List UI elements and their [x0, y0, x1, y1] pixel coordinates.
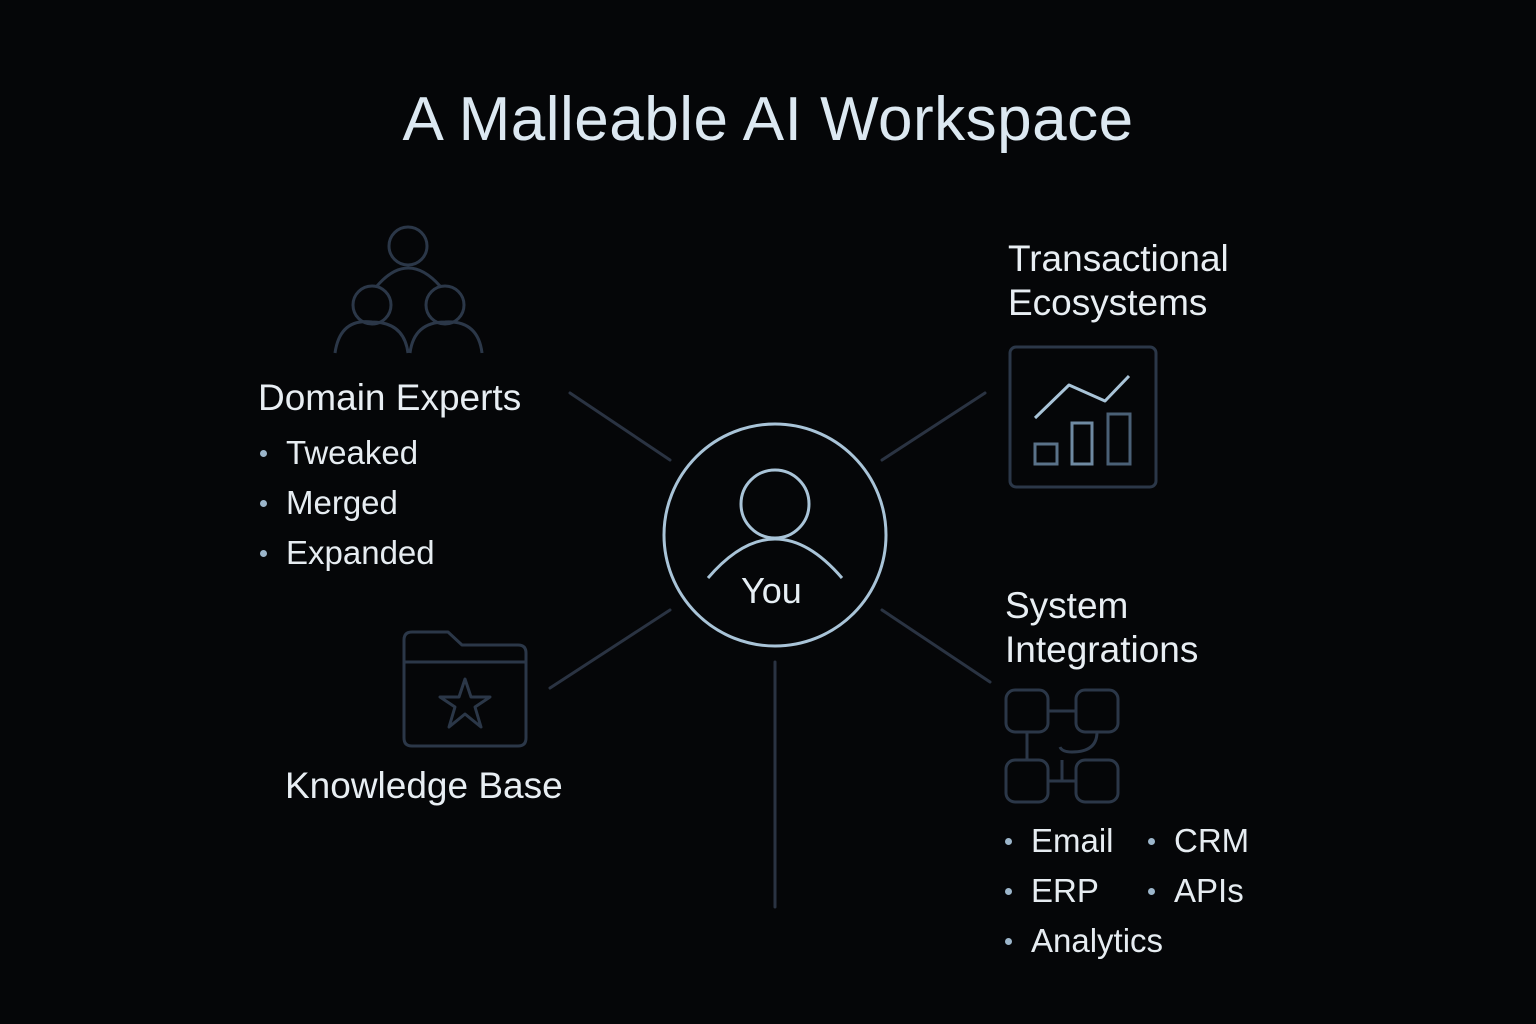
user-icon	[706, 468, 844, 579]
diagram-title: A Malleable AI Workspace	[402, 85, 1134, 154]
system-integrations-list-col2: CRM APIs	[1146, 816, 1249, 916]
connector-domain-experts	[568, 391, 672, 462]
node-domain-experts: Domain Experts Tweaked Merged Expanded	[258, 376, 521, 578]
connector-knowledge-base	[548, 608, 672, 690]
system-integrations-list-col1: Email ERP Analytics	[1003, 816, 1163, 966]
connector-system-integrations	[880, 608, 992, 684]
domain-experts-list: Tweaked Merged Expanded	[258, 428, 521, 578]
node-system-integrations: System Integrations	[1005, 584, 1198, 672]
connector-lines	[548, 391, 992, 909]
list-item: Analytics	[1003, 916, 1163, 966]
node-transactional-ecosystems: Transactional Ecosystems	[1008, 237, 1229, 325]
folder-star-icon	[402, 630, 528, 748]
list-item: ERP	[1003, 866, 1163, 916]
system-integrations-heading-line1: System	[1005, 585, 1129, 626]
center-node-you	[662, 422, 888, 648]
transactional-heading-line2: Ecosystems	[1008, 282, 1208, 323]
system-integrations-heading-line2: Integrations	[1005, 629, 1199, 670]
connected-nodes-icon	[1004, 688, 1120, 804]
list-item: APIs	[1146, 866, 1249, 916]
domain-experts-heading: Domain Experts	[258, 377, 522, 418]
list-item: Expanded	[258, 528, 521, 578]
list-item: Merged	[258, 478, 521, 528]
center-ring	[662, 422, 888, 648]
people-group-icon	[333, 225, 484, 354]
knowledge-base-heading: Knowledge Base	[285, 765, 563, 806]
center-label: You	[741, 570, 802, 611]
list-item: Email	[1003, 816, 1163, 866]
list-item: Tweaked	[258, 428, 521, 478]
connector-transactional	[880, 391, 987, 462]
transactional-heading-line1: Transactional	[1008, 238, 1229, 279]
bar-chart-trend-icon	[1008, 345, 1158, 489]
list-item: CRM	[1146, 816, 1249, 866]
